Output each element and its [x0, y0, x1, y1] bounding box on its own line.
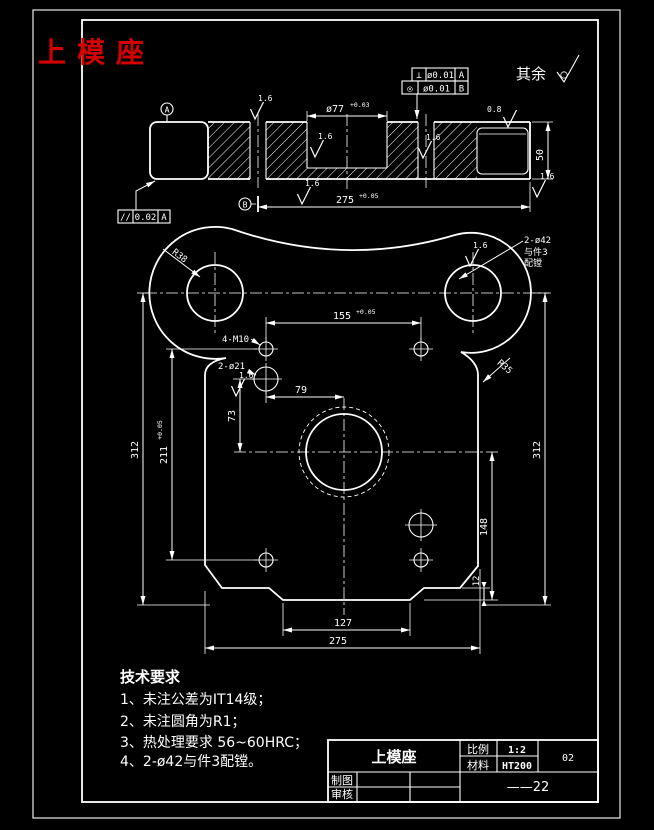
- fcf-parallelism: // 0.02 A: [117, 180, 171, 224]
- fcf1-value: ø0.01: [427, 71, 454, 81]
- fcf-coaxiality: ◎ ø0.01 B: [401, 80, 469, 119]
- dim-127-label: 127: [334, 618, 352, 629]
- dim-d77-tol: +0.03: [350, 101, 370, 109]
- fcf2-datum: B: [459, 85, 464, 95]
- roughness-value: 1.6: [258, 94, 273, 103]
- leader-4-m10: [250, 337, 261, 346]
- dim-275-section-tol: +0.05: [359, 192, 379, 200]
- roughness-value: 1.6: [305, 179, 320, 188]
- roughness-mark: [230, 378, 246, 397]
- plan-dimensions: 155 +0.05 79 73 211 +0.05 312 312: [130, 292, 551, 654]
- fcf2-symbol: ◎: [407, 85, 413, 95]
- tech-req-line1: 1、未注公差为IT14级；: [120, 692, 271, 708]
- roughness-value: 1.6: [318, 132, 333, 141]
- general-note-label: 其余: [516, 65, 546, 83]
- hole-d42-right: [444, 264, 502, 322]
- hatch-region: [434, 122, 477, 179]
- leader-2-d21: [246, 368, 257, 376]
- note-4-m10: 4-M10: [222, 335, 249, 345]
- roughness-value: 0.8: [487, 105, 502, 114]
- dim-148-label: 148: [479, 518, 490, 536]
- datum-a-flag: A: [160, 102, 174, 122]
- roughness-symbol-circle: [560, 71, 568, 79]
- dim-12-label: 12: [472, 576, 482, 587]
- fcf2-value: ø0.01: [423, 85, 450, 95]
- note-2-d42: 2-ø42: [524, 236, 551, 246]
- roughness-symbol-icon: [556, 54, 580, 84]
- dim-275-section-label: 275: [336, 195, 354, 206]
- leader-2-d42: [458, 240, 524, 280]
- datum-a-label: A: [165, 106, 170, 115]
- note-2-d42-line2: 配镗: [524, 257, 542, 269]
- dim-312-left-label: 312: [130, 441, 141, 459]
- hatch-region: [387, 122, 418, 179]
- center-bore-hidden: [298, 406, 390, 498]
- scale-label: 比例: [467, 742, 489, 756]
- roughness-value: 1.6: [426, 133, 441, 142]
- roughness-value: 1.6: [239, 371, 254, 380]
- drawing-number: 02: [562, 753, 574, 764]
- note-2-d42-line1: 与件3: [524, 246, 548, 258]
- scale-value: 1:2: [508, 745, 526, 756]
- fcf1-datum: A: [459, 71, 465, 81]
- fcf3-symbol: //: [120, 213, 131, 223]
- general-roughness-note: 其余: [516, 54, 580, 84]
- title-block-part-name: 上模座: [371, 748, 416, 766]
- dim-d77-label: ø77: [326, 104, 344, 115]
- dim-275-plan-label: 275: [329, 636, 347, 647]
- fcf3-datum: A: [161, 213, 167, 223]
- datum-b-label: B: [243, 201, 248, 210]
- center-bore: [305, 413, 383, 491]
- dim-73-label: 73: [227, 410, 238, 422]
- fcf1-symbol: ⊥: [416, 71, 422, 81]
- tech-req-line2: 2、未注圆角为R1；: [120, 714, 246, 730]
- dim-211-tol: +0.05: [156, 420, 164, 440]
- plan-outline: [148, 226, 532, 601]
- holes-m10: [254, 337, 433, 572]
- dim-211-label: 211: [159, 446, 170, 464]
- fcf3-value: 0.02: [135, 213, 157, 223]
- dim-155-tol: +0.05: [356, 308, 376, 316]
- datum-b-flag: B: [238, 196, 259, 212]
- hatch-region: [266, 122, 307, 179]
- tech-requirements: 技术要求 1、未注公差为IT14级； 2、未注圆角为R1； 3、热处理要求 56…: [120, 668, 308, 770]
- hole-d42-left: [186, 264, 244, 322]
- hatch-region: [208, 122, 250, 179]
- material-value: HT200: [502, 761, 532, 772]
- section-left-cap: [149, 121, 209, 180]
- fcf-perpendicularity: ⊥ ø0.01 A: [411, 67, 469, 82]
- tech-req-title: 技术要求: [120, 668, 181, 686]
- roughness-value: 1.6: [540, 172, 555, 181]
- part-name-stamp: 上模座: [38, 36, 155, 69]
- note-2-d21: 2-ø21: [218, 362, 245, 372]
- material-label: 材料: [467, 758, 489, 772]
- dim-79-label: 79: [295, 385, 307, 396]
- dim-50-label: 50: [535, 149, 546, 161]
- section-outline: [208, 121, 531, 180]
- dim-155-label: 155: [333, 311, 351, 322]
- leader-r35: [482, 357, 511, 383]
- dim-312-right-label: 312: [532, 441, 543, 459]
- title-block: 上模座 比例 1:2 材料 HT200 02 制图 审核 ——22: [327, 739, 599, 803]
- tech-req-line4: 4、2-ø42与件3配镗。: [120, 754, 262, 770]
- plan-view: 2-ø42 与件3 配镗 1.6 R38 R35 4-M10 2-ø21 1.6…: [130, 226, 551, 654]
- radius-r35-label: R35: [495, 358, 514, 376]
- radius-r38-label: R38: [170, 247, 189, 265]
- section-view: A B 275 +0.05 ø77 +0.03 50 // 0.0: [117, 94, 555, 224]
- tech-req-line3: 3、热处理要求 56~60HRC；: [120, 735, 308, 751]
- drawn-by-label: 制图: [331, 774, 353, 787]
- roughness-marks-section: 1.6 1.6 1.6 1.6 1.6 0.8: [249, 94, 555, 205]
- leader-r38: [162, 248, 201, 278]
- roughness-mark: [464, 248, 480, 267]
- roughness-value: 1.6: [473, 241, 488, 250]
- sheet-note: ——22: [507, 780, 550, 795]
- checked-by-label: 审核: [331, 787, 353, 801]
